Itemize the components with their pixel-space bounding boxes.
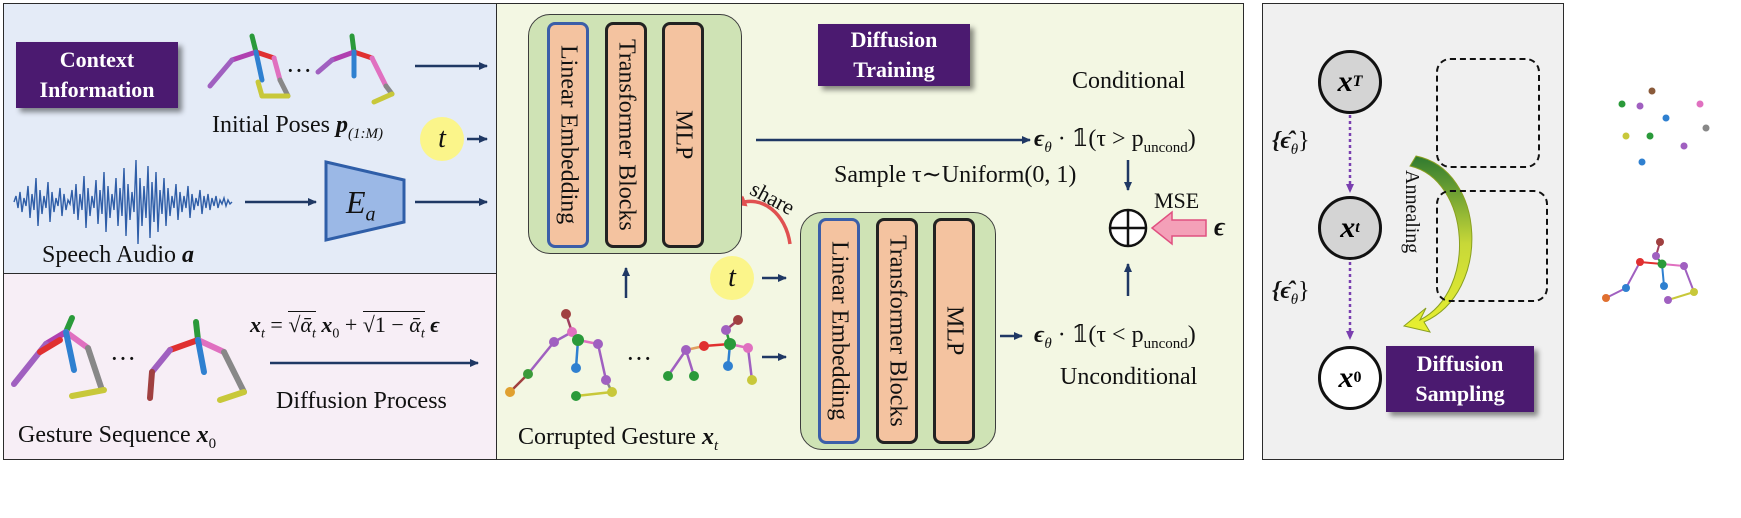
eps-hat-upper-label: {ϵ̂θ} xyxy=(1272,128,1310,159)
node-x-0-sub: 0 xyxy=(1353,369,1362,386)
initial-poses-sub: (1:M) xyxy=(348,125,383,142)
eps-hat-lower-sub: θ xyxy=(1290,291,1299,308)
target-epsilon: ϵ xyxy=(1214,212,1226,241)
initial-poses-label: Initial Poses p(1:M) xyxy=(212,112,383,143)
speech-audio-text: Speech Audio xyxy=(42,242,176,268)
initial-poses-symbol: p xyxy=(336,112,348,138)
speech-audio-symbol: a xyxy=(181,242,194,268)
cond-eps: ϵ xyxy=(1034,126,1045,152)
poses-ellipsis: ··· xyxy=(286,56,312,85)
node-x-T-sub: T xyxy=(1352,73,1363,90)
cond-sub: uncond xyxy=(1143,139,1188,156)
uncond-sub: uncond xyxy=(1143,335,1188,352)
node-x-t-symbol: x xyxy=(1340,211,1356,244)
eps-hat-upper-close: } xyxy=(1298,128,1310,154)
conditional-expression: ϵθ · 𝟙(τ > puncond) xyxy=(1034,124,1196,157)
lower-linear-embedding-label: Linear Embedding xyxy=(826,241,853,421)
uncond-eps: ϵ xyxy=(1034,322,1045,348)
noise-scatter xyxy=(1618,87,1710,166)
node-x-t-sub: t xyxy=(1355,219,1360,236)
eq-plus: + xyxy=(344,312,358,337)
upper-mlp-block: MLP xyxy=(662,22,704,248)
node-x-0-symbol: x xyxy=(1338,361,1354,394)
eps-hat-lower-label: {ϵ̂θ} xyxy=(1272,278,1310,309)
unconditional-expression: ϵθ · 𝟙(τ < puncond) xyxy=(1034,320,1196,353)
lower-linear-embedding-block: Linear Embedding xyxy=(818,218,860,444)
gesture-output-box xyxy=(1436,190,1548,302)
gesture-ellipsis: ··· xyxy=(110,344,136,373)
encoder-sub: a xyxy=(365,203,376,226)
eq-alpha-2: ᾱ xyxy=(409,312,421,337)
eq-alpha-sub: t xyxy=(311,326,316,342)
corrupted-gesture-label: Corrupted Gesture xt xyxy=(518,424,718,455)
sampled-skeleton xyxy=(1602,238,1698,304)
corrupted-gesture-text: Corrupted Gesture xyxy=(518,424,696,450)
upper-mlp-label: MLP xyxy=(670,110,697,160)
eq-alpha-2-sub: t xyxy=(420,326,425,342)
eq-one-minus: 1 − xyxy=(374,312,404,337)
eq-x0-sub: 0 xyxy=(332,326,340,342)
eq-lhs: x xyxy=(250,312,261,337)
corrupted-gesture-symbol: x xyxy=(701,424,714,450)
diffusion-equation: xt = √ᾱt x0 + √1 − ᾱt ϵ xyxy=(250,311,440,342)
eps-hat-lower: {ϵ̂ xyxy=(1272,278,1291,304)
eq-lhs-sub: t xyxy=(261,326,265,342)
encoder-symbol: E xyxy=(346,184,366,220)
node-x-T-symbol: x xyxy=(1337,65,1353,98)
conditional-label: Conditional xyxy=(1072,68,1186,94)
encoder-label: Ea xyxy=(346,184,376,226)
diffusion-sampling-badge: Diffusion Sampling xyxy=(1386,346,1534,412)
gesture-sequence-symbol: x xyxy=(196,422,209,448)
uncond-end: ) xyxy=(1187,322,1196,348)
eq-equals: = xyxy=(270,312,283,337)
initial-poses-text: Initial Poses xyxy=(212,112,330,138)
upper-linear-embedding-label: Linear Embedding xyxy=(555,45,582,225)
eps-hat-upper-sub: θ xyxy=(1290,141,1299,158)
upper-linear-embedding-block: Linear Embedding xyxy=(547,22,589,248)
uncond-theta: θ xyxy=(1044,335,1052,352)
upper-transformer-block: Transformer Blocks xyxy=(605,22,647,248)
mse-label: MSE xyxy=(1154,188,1200,213)
eq-epsilon: ϵ xyxy=(430,312,440,337)
gesture-sequence-text: Gesture Sequence xyxy=(18,422,191,448)
timestep-t-symbol: t xyxy=(438,123,446,154)
lower-transformer-block: Transformer Blocks xyxy=(876,218,918,444)
gesture-sequence-label: Gesture Sequence x0 xyxy=(18,422,216,453)
timestep-t-badge: t xyxy=(420,117,464,161)
lower-mlp-block: MLP xyxy=(933,218,975,444)
lower-timestep-t-symbol: t xyxy=(728,262,736,293)
upper-transformer-label: Transformer Blocks xyxy=(613,39,640,231)
lower-mlp-label: MLP xyxy=(941,306,968,356)
diffusion-process-label: Diffusion Process xyxy=(276,388,447,414)
context-information-badge: Context Information xyxy=(16,42,178,108)
corrupted-gesture-sub: t xyxy=(713,437,719,454)
uncond-mid: · 𝟙(τ < p xyxy=(1051,322,1144,348)
eq-alpha: ᾱ xyxy=(300,312,312,337)
noise-box xyxy=(1436,58,1540,168)
lower-timestep-t-badge: t xyxy=(710,256,754,300)
annealing-label: Annealing xyxy=(1401,170,1423,254)
cond-mid: · 𝟙(τ > p xyxy=(1051,126,1144,152)
eps-hat-upper: {ϵ̂ xyxy=(1272,128,1291,154)
sample-tau-label: Sample τ∼Uniform(0, 1) xyxy=(834,162,1077,188)
cond-end: ) xyxy=(1187,126,1196,152)
eps-hat-lower-close: } xyxy=(1298,278,1310,304)
gesture-sequence-sub: 0 xyxy=(208,435,217,452)
lower-transformer-label: Transformer Blocks xyxy=(884,235,911,427)
speech-audio-label: Speech Audio a xyxy=(42,242,194,269)
corrupted-ellipsis: ··· xyxy=(626,344,652,373)
cond-theta: θ xyxy=(1044,139,1052,156)
unconditional-label: Unconditional xyxy=(1060,364,1198,390)
eq-x0: x xyxy=(321,312,333,337)
diffusion-training-badge: Diffusion Training xyxy=(818,24,970,86)
